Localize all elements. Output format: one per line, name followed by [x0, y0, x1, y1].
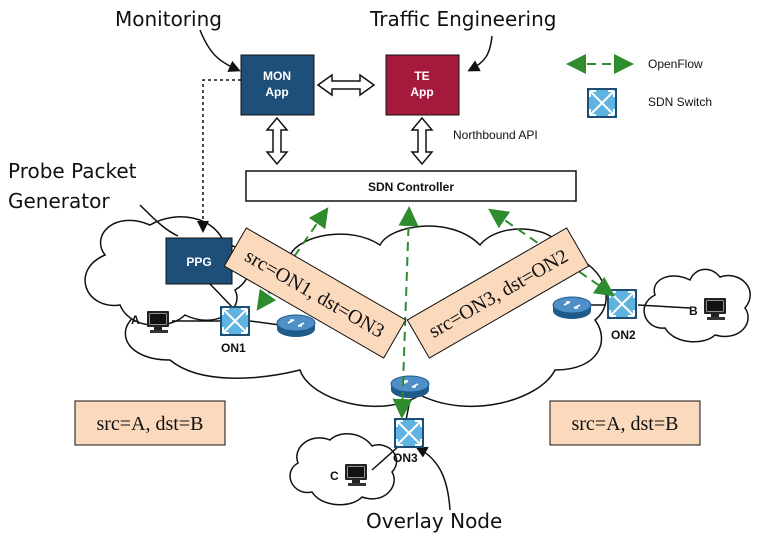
- mon-ppg-link: [197, 79, 241, 233]
- annotation-overlay-node: Overlay Node: [366, 509, 502, 533]
- router-right-icon: [552, 296, 592, 320]
- northbound-api-label: Northbound API: [453, 128, 538, 142]
- annotation-probe-generator-1: Probe Packet: [8, 159, 137, 183]
- router-bottom-icon: [390, 375, 430, 399]
- te-app-label-1: TE: [414, 69, 429, 83]
- switch-on3-icon: [394, 418, 424, 448]
- on1-label: ON1: [221, 341, 246, 355]
- network-cloud-b: [643, 268, 751, 343]
- openflow-link-on2: [488, 208, 615, 297]
- sdn-controller-label: SDN Controller: [368, 180, 454, 194]
- legend-openflow-label: OpenFlow: [648, 57, 703, 71]
- on3-label: ON3: [393, 451, 418, 465]
- mon-app-label-1: MON: [263, 69, 291, 83]
- network-cloud-c: [289, 433, 398, 506]
- legend-switch-label: SDN Switch: [648, 95, 712, 109]
- annotation-probe-generator-2: Generator: [8, 189, 110, 213]
- flow-box-right: [549, 400, 701, 446]
- northbound-arrow-mon: [265, 116, 289, 166]
- host-a-label: A: [131, 313, 140, 327]
- flow-right-label: src=A, dst=B: [571, 413, 678, 435]
- annotation-monitoring: Monitoring: [115, 7, 222, 31]
- te-app-box: [385, 54, 460, 116]
- ppg-label: PPG: [186, 255, 211, 269]
- mon-app-label-2: App: [265, 85, 288, 99]
- flow-left-label: src=A, dst=B: [96, 413, 203, 435]
- sdn-controller-box: [245, 170, 577, 202]
- mon-app-box: [240, 54, 315, 116]
- te-app-label-2: App: [410, 85, 433, 99]
- switch-on2-icon: [607, 289, 637, 319]
- northbound-arrow-te: [410, 116, 434, 166]
- legend-switch-icon: [587, 88, 617, 118]
- annotation-traffic-engineering: Traffic Engineering: [369, 7, 556, 31]
- on2-label: ON2: [611, 328, 636, 342]
- switch-on1-icon: [220, 306, 250, 336]
- host-b-label: B: [689, 304, 698, 318]
- router-left-icon: [276, 314, 316, 338]
- host-c-label: C: [330, 469, 339, 483]
- flow-box-left: [74, 400, 226, 446]
- app-link-arrow: [316, 73, 376, 97]
- openflow-link-on3: [392, 206, 419, 419]
